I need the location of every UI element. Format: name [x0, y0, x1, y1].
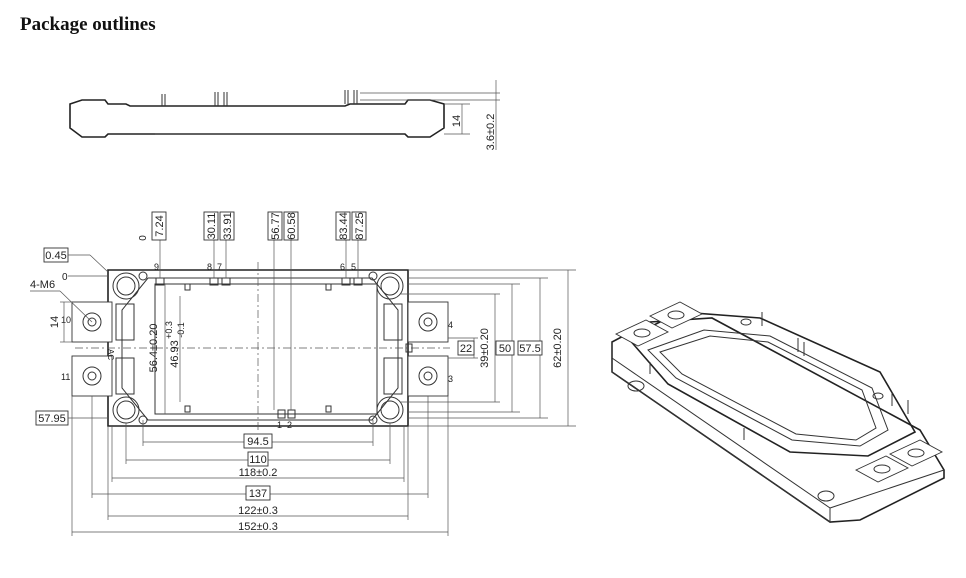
- pin-3: 3: [448, 374, 453, 384]
- dim-22: 22: [460, 343, 472, 355]
- dim-tol-plus: +0.3: [164, 321, 174, 339]
- dim-122: 122±0.3: [238, 505, 278, 517]
- top-view: 7.24 30.11 33.91 56.77 60.58 83.44 87.25…: [30, 211, 576, 536]
- dim-62: 62±0.20: [552, 328, 564, 368]
- dim-137: 137: [249, 488, 267, 500]
- top-dimension-labels: 7.24 30.11 33.91 56.77 60.58 83.44 87.25…: [138, 211, 367, 241]
- pin-4: 4: [448, 320, 453, 330]
- dim-33-91: 33.91: [222, 212, 234, 240]
- right-dims: 22 39±0.20 50 57.5 62±0.20: [400, 269, 576, 427]
- pin-9: 9: [154, 262, 159, 272]
- side-pin-offset-label: 3.6±0.2: [485, 114, 497, 151]
- pin-7: 7: [217, 262, 222, 272]
- iso-terminals: [615, 301, 943, 483]
- side-view-body: [69, 99, 445, 138]
- iso-mount-holes: [627, 318, 884, 502]
- pin-5: 5: [351, 262, 356, 272]
- origin-left-label: 0: [62, 272, 68, 283]
- dim-56-77: 56.77: [270, 212, 282, 240]
- dim-39: 39±0.20: [479, 328, 491, 368]
- mount-hole-label: 4-M6: [30, 279, 55, 291]
- dim-7-24: 7.24: [154, 215, 166, 236]
- corner-offset-label: 0.45: [45, 250, 66, 262]
- dim-tol-minus: -0.1: [176, 322, 186, 338]
- inner-vertical-dims: 56.4±0.20 46.93 +0.3 -0.1: [148, 284, 186, 414]
- bottom-dims: 94.5 110 118±0.2 137 122±0.3 152±0.3: [71, 396, 449, 536]
- pin-10: 10: [61, 315, 71, 325]
- dim-60-58: 60.58: [286, 212, 298, 240]
- dim-56-4: 56.4±0.20: [148, 324, 160, 373]
- side-view-pins: [161, 90, 358, 106]
- control-pins: [155, 277, 413, 419]
- terminal-height-label: 14: [49, 316, 61, 328]
- origin-top-label: 0: [138, 235, 149, 241]
- inner-window: [154, 283, 378, 415]
- isometric-view: [611, 301, 945, 523]
- dim-50: 50: [499, 343, 511, 355]
- iso-pins: [649, 312, 909, 440]
- pin-8: 8: [207, 262, 212, 272]
- left-callouts: 0.45 0 4-M6 14 57.95: [30, 247, 109, 426]
- iso-frame-outer: [626, 311, 917, 457]
- power-terminals: [71, 301, 449, 397]
- dim-30-11: 30.11: [206, 213, 218, 240]
- dim-46-93: 46.93: [169, 340, 181, 368]
- page-title: Package outlines: [20, 14, 156, 35]
- top-view-inner-frame: [121, 277, 399, 421]
- dim-94-5: 94.5: [247, 436, 268, 448]
- iso-base: [611, 317, 945, 523]
- pin-11: 11: [61, 372, 70, 382]
- pin-2: 2: [287, 420, 292, 430]
- dim-57-5: 57.5: [519, 343, 540, 355]
- dim-152: 152±0.3: [238, 521, 278, 533]
- dim-118: 118±0.2: [239, 467, 278, 479]
- dim-87-25: 87.25: [354, 212, 366, 240]
- pin-numbers: 9 8 7 6 5 1 2 4 3 10 11 AC: [61, 262, 453, 430]
- pin-1: 1: [277, 420, 282, 430]
- ac-label: AC: [106, 349, 115, 360]
- left-offset-label: 57.95: [38, 413, 66, 425]
- mounting-holes: [112, 271, 404, 425]
- side-height-label: 14: [451, 115, 463, 127]
- dim-83-44: 83.44: [338, 212, 350, 240]
- pin-6: 6: [340, 262, 345, 272]
- side-view: 14 3.6±0.2: [69, 80, 500, 151]
- dim-110: 110: [249, 454, 267, 466]
- iso-frame-inner: [647, 329, 889, 447]
